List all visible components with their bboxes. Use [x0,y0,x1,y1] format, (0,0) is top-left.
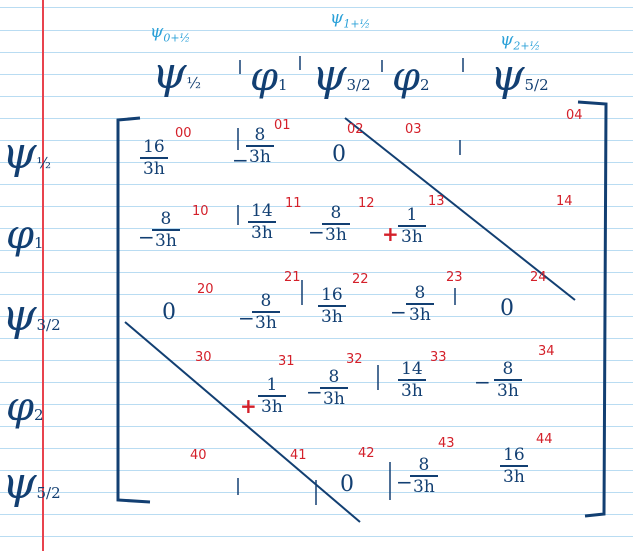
lower-band-diagonal [124,321,361,523]
index-40: 40 [190,448,207,463]
index-02: 02 [347,122,364,137]
index-42: 42 [358,446,375,461]
annotation-psi-0-half: ψ0+½ [150,22,191,45]
sign-0-1: − [232,148,249,172]
sign-2-1: − [238,306,255,330]
column-header-psi-half: ψ½ [152,48,202,99]
index-12: 12 [358,196,375,211]
index-22: 22 [352,272,369,287]
index-20: 20 [197,282,214,297]
index-11: 11 [285,196,302,211]
right-bracket [577,100,608,518]
index-04: 04 [566,108,583,123]
sign-1-2: − [308,220,325,244]
index-41: 41 [290,448,307,463]
plus-3-1: + [240,394,257,418]
sign-2-3: − [390,300,407,324]
entry-2-0: 0 [162,300,176,325]
row-header-psi-half: ψ½ [2,128,52,179]
index-24: 24 [530,270,547,285]
sign-4-3: − [396,470,413,494]
upper-band-diagonal [344,117,576,301]
index-10: 10 [192,204,209,219]
row-header-psi-3-2: ψ3/2 [2,290,61,341]
index-44: 44 [536,432,553,447]
index-01: 01 [274,118,291,133]
index-13: 13 [428,194,445,209]
index-43: 43 [438,436,455,451]
index-23: 23 [446,270,463,285]
index-31: 31 [278,354,295,369]
index-03: 03 [405,122,422,137]
left-bracket [116,116,151,504]
sign-3-4: − [474,370,491,394]
column-header-phi-2: φ2 [392,54,430,100]
index-00: 00 [175,126,192,141]
index-32: 32 [346,352,363,367]
margin-line [42,0,44,551]
index-34: 34 [538,344,555,359]
row-header-psi-5-2: ψ5/2 [2,458,61,509]
column-header-psi-3-2: ψ3/2 [312,50,371,101]
sign-1-0: − [138,225,155,249]
entry-4-2: 0 [340,472,354,497]
annotation-psi-2-half: ψ2+½ [500,30,541,53]
row-header-phi-2: φ2 [6,384,44,430]
index-30: 30 [195,350,212,365]
plus-1-3: + [382,222,399,246]
index-21: 21 [284,270,301,285]
annotation-psi-1-half: ψ1+½ [330,8,371,31]
sign-3-2: − [306,380,323,404]
column-header-phi-1: φ1 [250,54,288,100]
column-header-psi-5-2: ψ5/2 [490,50,549,101]
row-header-phi-1: φ1 [6,212,44,258]
index-14: 14 [556,194,573,209]
entry-0-2: 0 [332,142,346,167]
column-separators [237,56,464,505]
index-33: 33 [430,350,447,365]
entry-2-4: 0 [500,296,514,321]
